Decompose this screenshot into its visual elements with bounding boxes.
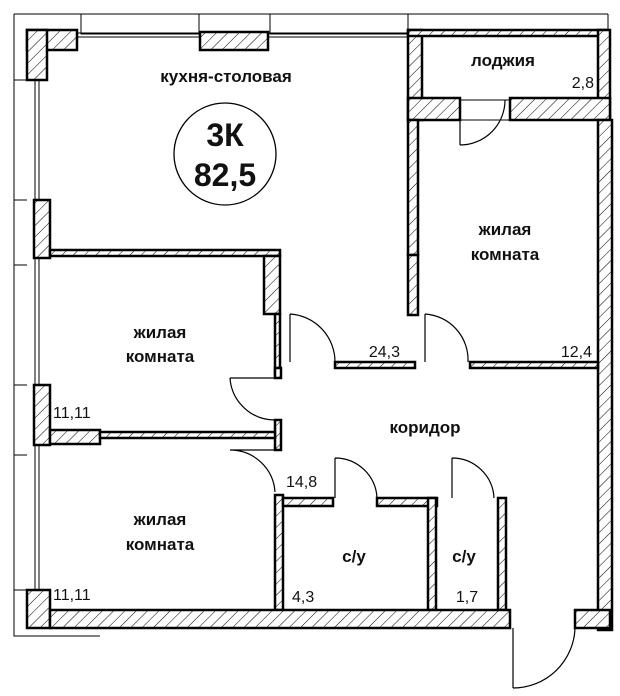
bedroom-2-door [229,449,276,493]
doors [229,99,576,689]
room-label-bedroom-2-2: комната [126,535,195,554]
room-label-bedroom-1-2: комната [126,347,195,366]
outer-contour [13,13,609,637]
area-corridor: 14,8 [286,474,317,491]
entrance-door [512,627,576,689]
area-bedroom-2: 11,11 [53,587,91,604]
total-area: 82,5 [194,157,256,193]
room-label-bedroom-right-2: комната [471,245,540,264]
bedroom-right-door [424,313,469,363]
walls [25,28,614,632]
apartment-badge [173,102,277,206]
area-bath-1: 4,3 [292,589,314,606]
area-bedroom-right: 12,4 [561,344,592,361]
room-label-bedroom-right-1: жилая [478,220,532,239]
apartment-type: 3К [206,117,244,153]
room-label-loggia: лоджия [471,51,535,70]
area-bath-2: 1,7 [456,589,478,606]
room-label-bedroom-2-1: жилая [133,510,187,529]
bath-2-door [451,457,495,499]
bedroom-1-door [229,377,276,421]
bath-1-door [334,457,378,499]
room-label-kitchen: кухня-столовая [160,67,292,86]
room-label-corridor: коридор [389,418,460,437]
area-loggia: 2,8 [572,75,594,92]
area-bedroom-1: 11,11 [53,405,91,422]
room-label-bedroom-1-1: жилая [133,323,187,342]
loggia-door [459,99,506,146]
room-label-bath-1: с/у [342,547,366,566]
area-kitchen: 24,3 [369,344,400,361]
room-label-bath-2: с/у [452,547,476,566]
kitchen-door [289,313,336,363]
